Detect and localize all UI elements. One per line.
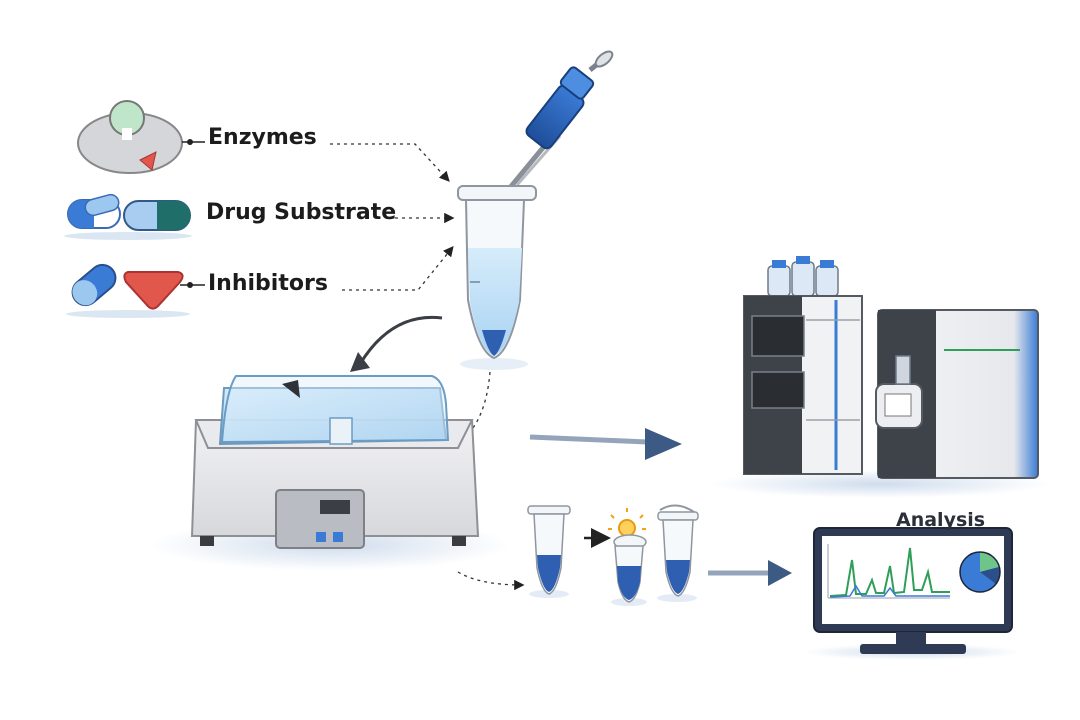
capsule-icon [64,193,192,240]
hplc-ms-instrument-icon [710,256,1050,498]
inhibitor-icon [66,263,205,318]
water-bath-icon [150,375,510,571]
enzyme-icon [77,100,205,174]
flow-arrow-to-instrument [529,428,682,460]
pie-chart-icon [959,551,1001,593]
connector-lines [330,143,525,591]
curve-arrow-to-bath [358,315,443,365]
pipette-icon [506,50,614,192]
inhibitors-label: Inhibitors [208,271,328,296]
lightbulb-icon [608,508,646,537]
enzymes-label: Enzymes [208,125,317,150]
chromatogram-icon [827,544,950,599]
small-tube-right [657,504,699,602]
small-tube-middle [611,534,647,606]
analysis-label: Analysis [896,509,986,531]
curve-arrowhead [350,352,370,372]
drug-substrate-label: Drug Substrate [206,200,397,225]
small-tube-left [527,505,571,598]
monitor-icon [802,527,1022,660]
flow-arrow-to-analysis [708,560,792,586]
microcentrifuge-tube-icon [457,185,537,370]
